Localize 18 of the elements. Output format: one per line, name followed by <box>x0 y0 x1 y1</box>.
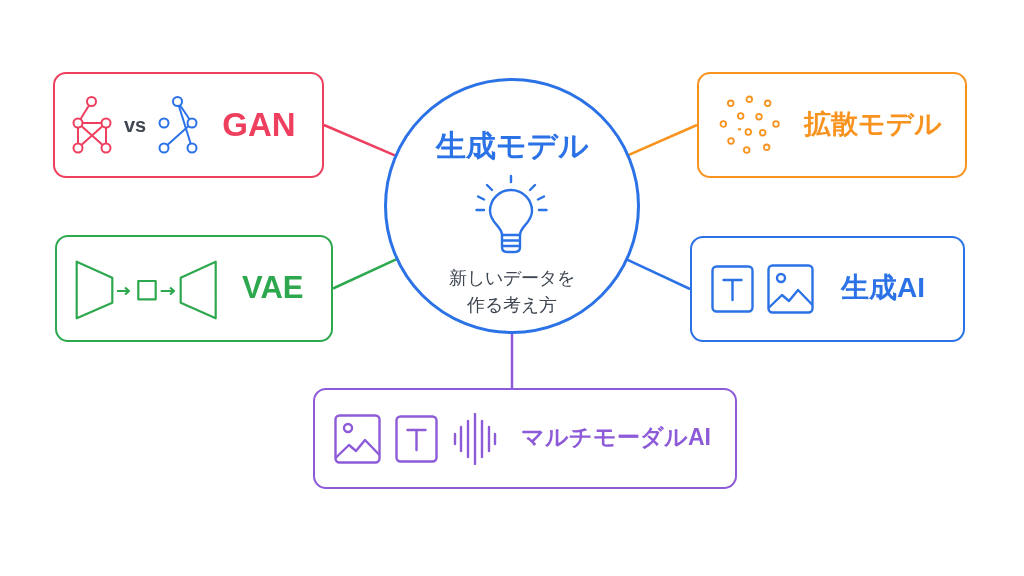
connector-line <box>627 123 698 157</box>
label-text: 拡散モデル <box>804 108 942 139</box>
topic-box <box>690 236 965 342</box>
connector-line <box>332 258 398 290</box>
label-text: VAE <box>242 270 304 305</box>
connector-line <box>510 333 514 388</box>
connector-line <box>626 258 691 291</box>
title-text: 生成モデル <box>435 128 589 164</box>
vs-text: vs <box>124 115 147 135</box>
label-text: 生成AI <box>841 272 925 303</box>
connector-line <box>323 123 396 157</box>
topic-box <box>55 235 333 342</box>
label-text: GAN <box>222 105 296 143</box>
topic-box <box>53 72 324 178</box>
description-text: 新しいデータを作る考え方 <box>448 267 576 317</box>
label-text: マルチモーダルAI <box>521 423 711 450</box>
topic-box <box>313 388 737 489</box>
topic-box <box>697 72 967 178</box>
